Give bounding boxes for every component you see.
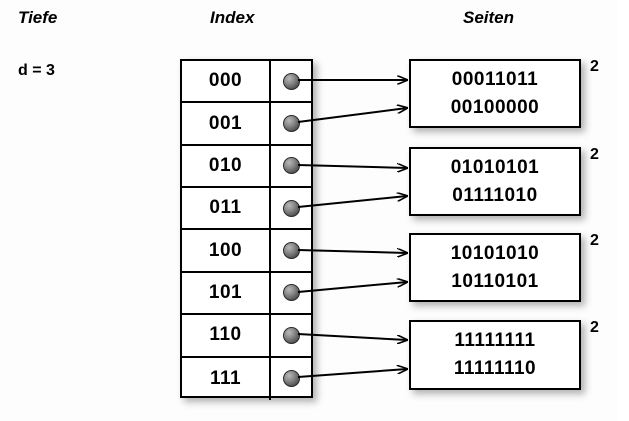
page-local-depth: 2 [590, 58, 599, 75]
page-local-depth: 2 [590, 232, 599, 249]
bullet-icon [282, 199, 300, 217]
page-box[interactable]: 11111111 11111110 [409, 320, 581, 390]
page-box[interactable]: 00011011 00100000 [409, 59, 581, 128]
index-row[interactable]: 110 [182, 315, 311, 358]
index-row[interactable]: 011 [182, 188, 311, 231]
index-pointer-cell[interactable] [271, 315, 311, 355]
bullet-icon [282, 115, 300, 133]
page-box[interactable]: 01010101 01111010 [409, 147, 581, 216]
index-row[interactable]: 001 [182, 103, 311, 146]
bullet-icon [282, 72, 300, 90]
index-row[interactable]: 010 [182, 145, 311, 189]
index-key: 010 [182, 145, 271, 187]
index-pointer-cell[interactable] [271, 273, 311, 313]
column-heading-depth: Tiefe [18, 8, 58, 27]
index-key: 000 [182, 61, 271, 102]
right-edge-strip [617, 0, 629, 421]
page-record: 10101010 [450, 242, 540, 264]
column-heading-index: Index [210, 8, 255, 27]
page-record: 11111111 [454, 330, 536, 352]
index-directory-table: 000 001 010 011 100 [180, 59, 313, 400]
index-pointer-cell[interactable] [271, 61, 311, 101]
page-record: 01010101 [450, 156, 540, 178]
pointer-arrow [297, 369, 407, 378]
index-pointer-cell[interactable] [271, 146, 311, 186]
bullet-icon [282, 370, 300, 388]
bullet-icon [282, 157, 300, 175]
page-record: 00100000 [450, 96, 540, 118]
index-row[interactable]: 111 [182, 357, 311, 400]
page-record: 11111110 [453, 358, 537, 379]
index-row[interactable]: 100 [182, 230, 311, 273]
index-key: 100 [182, 230, 271, 271]
page-local-depth: 2 [590, 146, 599, 163]
index-key: 001 [182, 103, 271, 144]
column-heading-pages: Seiten [463, 8, 515, 27]
global-depth-label: d = 3 [18, 62, 55, 79]
bullet-icon [282, 326, 300, 344]
index-pointer-cell[interactable] [271, 230, 311, 270]
bullet-icon [282, 284, 300, 302]
pointer-arrow [297, 250, 407, 253]
pointer-arrow [297, 165, 407, 168]
bullet-icon [282, 242, 300, 260]
index-key: 011 [182, 188, 271, 229]
page-local-depth: 2 [590, 319, 599, 336]
index-pointer-cell[interactable] [271, 188, 311, 228]
index-key: 111 [182, 357, 271, 400]
index-key: 101 [182, 272, 271, 314]
pointer-arrow [297, 282, 407, 293]
page-record: 00011011 [451, 68, 539, 90]
page-record: 10110101 [451, 270, 539, 292]
pointer-arrow [297, 333, 407, 340]
page-box[interactable]: 10101010 10110101 [409, 233, 581, 302]
index-row[interactable]: 101 [182, 272, 311, 316]
pointer-arrow [297, 196, 407, 208]
index-key: 110 [182, 315, 271, 356]
page-record: 01111010 [452, 184, 538, 206]
pointer-arrow [297, 108, 407, 123]
index-pointer-cell[interactable] [271, 358, 311, 400]
index-pointer-cell[interactable] [271, 103, 311, 143]
index-row[interactable]: 000 [182, 61, 311, 104]
